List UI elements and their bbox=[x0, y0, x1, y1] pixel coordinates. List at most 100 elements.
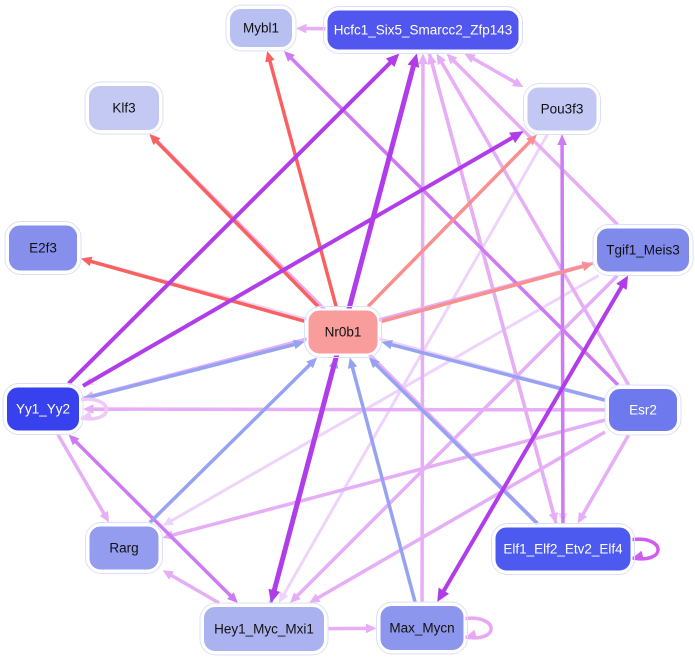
self-loop-path bbox=[629, 537, 660, 561]
node-box[interactable] bbox=[5, 385, 81, 433]
node-box[interactable] bbox=[493, 525, 633, 573]
edge-line bbox=[470, 55, 518, 85]
edge-line bbox=[350, 364, 417, 603]
self-loop-path bbox=[462, 616, 493, 640]
edge-Nr0b1-to-Klf3 bbox=[149, 134, 320, 308]
edge-arrowhead bbox=[366, 623, 377, 634]
node-Klf3[interactable]: Klf3 bbox=[84, 81, 164, 135]
edge-line bbox=[88, 259, 305, 323]
node-halo bbox=[199, 602, 329, 656]
node-E2f3[interactable]: E2f3 bbox=[4, 221, 82, 275]
node-box[interactable] bbox=[378, 604, 466, 652]
edge-Esr2-to-Hey1_Myc_Mxi1 bbox=[309, 430, 606, 603]
node-Hcfc1_Six5_Smarcc2_Zfp143[interactable]: Hcfc1_Six5_Smarcc2_Zfp143 bbox=[323, 6, 523, 54]
edge-arrowhead bbox=[268, 588, 281, 603]
edge-arrowhead bbox=[162, 516, 174, 526]
node-box[interactable] bbox=[525, 85, 599, 133]
edge-Nr0b1-to-E2f3 bbox=[81, 256, 305, 323]
edge-arrowhead bbox=[368, 357, 380, 369]
edge-Nr0b1-to-Tgif1_Meis3 bbox=[381, 261, 593, 324]
self-loop-Elf1_Elf2_Etv2_Elf4 bbox=[629, 537, 660, 561]
edge-Elf1_Elf2_Etv2_Elf4-to-Nr0b1 bbox=[368, 357, 539, 525]
edge-arrowhead bbox=[99, 511, 110, 523]
edge-arrowhead bbox=[306, 357, 318, 369]
edge-arrowhead bbox=[265, 51, 275, 63]
edge-arrowhead bbox=[81, 410, 93, 420]
node-box[interactable] bbox=[87, 524, 161, 572]
edge-arrowhead bbox=[407, 53, 420, 68]
node-halo bbox=[304, 306, 382, 358]
node-label: Hcfc1_Six5_Smarcc2_Zfp143 bbox=[334, 23, 513, 38]
node-Mybl1[interactable]: Mybl1 bbox=[225, 4, 297, 52]
node-halo bbox=[85, 522, 163, 574]
node-box[interactable] bbox=[607, 387, 679, 433]
node-label: Rarg bbox=[109, 541, 138, 556]
edge-line bbox=[373, 361, 539, 525]
edge-arrowhead bbox=[290, 592, 301, 603]
edge-Esr2-to-Elf1_Elf2_Etv2_Elf4 bbox=[577, 434, 631, 524]
node-halo bbox=[84, 81, 164, 135]
edge-arrowhead bbox=[162, 570, 174, 580]
node-Max_Mycn[interactable]: Max_Mycn bbox=[376, 601, 468, 655]
edge-arrowhead bbox=[81, 256, 93, 267]
edge-Nr0b1-to-Mybl1 bbox=[265, 51, 338, 307]
edge-line bbox=[281, 133, 549, 597]
node-halo bbox=[2, 383, 84, 435]
node-Rarg[interactable]: Rarg bbox=[85, 522, 163, 574]
node-halo bbox=[225, 4, 297, 52]
node-box[interactable] bbox=[228, 7, 294, 49]
node-Nr0b1[interactable]: Nr0b1 bbox=[304, 306, 382, 358]
edge-line bbox=[168, 274, 600, 524]
edge-Rarg-to-Nr0b1 bbox=[148, 357, 318, 524]
node-box[interactable] bbox=[325, 8, 521, 52]
edge-arrowhead bbox=[309, 593, 321, 603]
node-box[interactable] bbox=[202, 605, 326, 653]
node-box[interactable] bbox=[87, 84, 161, 132]
node-Yy1_Yy2[interactable]: Yy1_Yy2 bbox=[2, 383, 84, 435]
node-halo bbox=[376, 601, 468, 655]
edge-arrowhead bbox=[436, 53, 446, 65]
edge-Hey1_Myc_Mxi1-to-Max_Mycn bbox=[327, 623, 377, 634]
node-Pou3f3[interactable]: Pou3f3 bbox=[523, 83, 601, 135]
node-halo bbox=[592, 224, 694, 276]
node-label: Hey1_Myc_Mxi1 bbox=[214, 622, 314, 637]
node-Esr2[interactable]: Esr2 bbox=[604, 384, 682, 436]
edge-arrowhead bbox=[385, 53, 400, 67]
node-halo bbox=[4, 221, 82, 275]
node-box[interactable] bbox=[595, 226, 691, 274]
edge-arrowhead bbox=[632, 550, 644, 560]
edge-line bbox=[366, 138, 533, 308]
edge-Max_Mycn-to-Nr0b1 bbox=[347, 357, 417, 603]
node-box[interactable] bbox=[306, 308, 380, 356]
self-loop-Yy1_Yy2 bbox=[77, 397, 109, 421]
node-label: E2f3 bbox=[29, 241, 57, 256]
edge-Esr2-to-Nr0b1 bbox=[381, 340, 606, 402]
node-halo bbox=[604, 384, 682, 436]
node-label: Klf3 bbox=[112, 101, 135, 116]
edge-arrowhead bbox=[581, 261, 593, 272]
node-Tgif1_Meis3[interactable]: Tgif1_Meis3 bbox=[592, 224, 694, 276]
node-label: Tgif1_Meis3 bbox=[606, 243, 680, 258]
edge-line bbox=[450, 57, 619, 226]
edge-line bbox=[81, 134, 516, 388]
node-Elf1_Elf2_Etv2_Elf4[interactable]: Elf1_Elf2_Etv2_Elf4 bbox=[491, 523, 635, 575]
edge-arrowhead bbox=[83, 404, 94, 414]
edge-arrowhead bbox=[227, 592, 238, 603]
edge-Esr2-to-Yy1_Yy2 bbox=[83, 404, 606, 414]
edge-Nr0b1-to-Pou3f3 bbox=[366, 134, 537, 308]
self-loop-Max_Mycn bbox=[462, 616, 493, 640]
edge-line bbox=[381, 264, 586, 324]
node-label: Nr0b1 bbox=[325, 325, 362, 340]
edge-arrowhead bbox=[512, 77, 524, 88]
node-Hey1_Myc_Mxi1[interactable]: Hey1_Myc_Mxi1 bbox=[199, 602, 329, 656]
edge-line bbox=[580, 434, 631, 518]
edge-arrowhead bbox=[509, 131, 524, 143]
edge-line bbox=[82, 342, 298, 401]
edge-arrowhead bbox=[526, 134, 537, 146]
edge-arrowhead bbox=[347, 357, 358, 369]
edge-Tgif1_Meis3-to-Hcfc1_Six5_Smarcc2_Zfp143 bbox=[446, 53, 619, 226]
node-box[interactable] bbox=[7, 223, 79, 273]
edge-line bbox=[168, 572, 220, 605]
